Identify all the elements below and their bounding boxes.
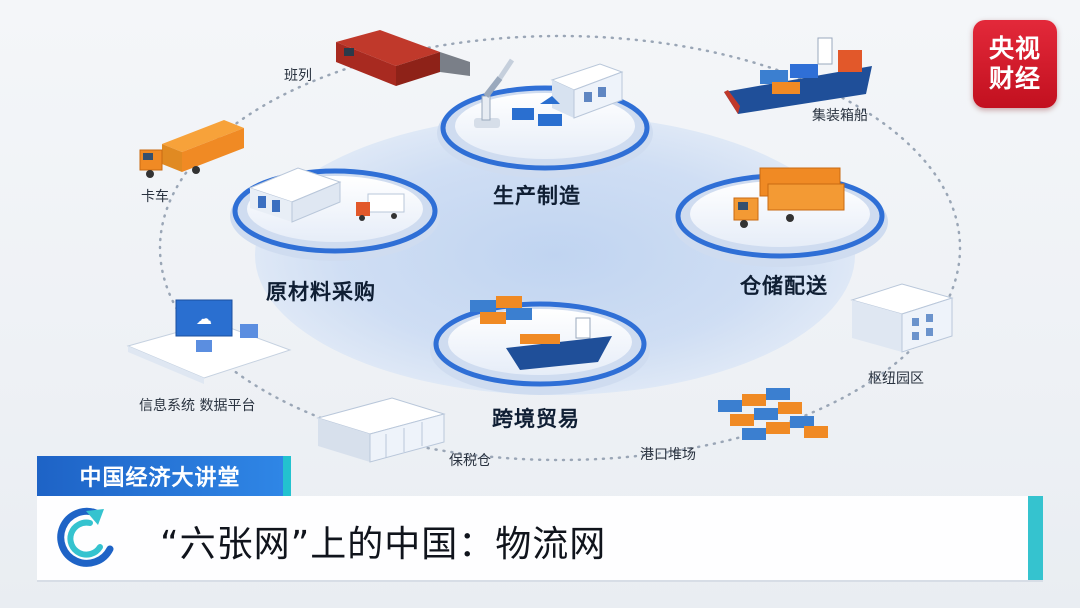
program-name-text: 中国经济大讲堂 xyxy=(79,466,241,491)
headline-bar xyxy=(37,496,1043,582)
program-tag-accent xyxy=(283,456,291,496)
truck-illustration xyxy=(139,120,244,178)
program-name-tag: 中国经济大讲堂 xyxy=(37,456,283,496)
hub-production-disc xyxy=(437,58,653,178)
hub-production-label: 生产制造 xyxy=(493,184,581,208)
network-outer-ring xyxy=(158,34,962,462)
node-bonded-warehouse-label: 保税仓 xyxy=(449,453,491,469)
program-swirl-icon xyxy=(57,507,114,567)
container-ship-illustration xyxy=(724,37,872,114)
node-info-platform-label: 信息系统 数据平台 xyxy=(139,398,256,414)
bonded-warehouse-illustration xyxy=(316,397,446,463)
headline-accent-stripe xyxy=(1028,496,1043,580)
port-yard-illustration xyxy=(718,388,828,440)
node-container-ship-label: 集装箱船 xyxy=(812,108,868,124)
hub-warehousing-disc xyxy=(672,167,888,267)
node-truck-label: 卡车 xyxy=(141,189,169,205)
cctv-finance-logo: 央视 财经 xyxy=(973,20,1057,108)
train-illustration xyxy=(336,30,470,86)
headline-title: “六张网”上的中国：物流网 xyxy=(160,524,607,565)
node-port-yard-label: 港口堆场 xyxy=(640,447,696,463)
svg-text:☁: ☁ xyxy=(196,309,212,328)
hub-raw-materials-disc xyxy=(230,167,440,261)
hub-warehousing-label: 仓储配送 xyxy=(740,274,828,298)
hub-cross-border-label: 跨境贸易 xyxy=(492,407,580,431)
info-platform-illustration: ☁ xyxy=(126,299,292,384)
cctv-logo-line-2: 财经 xyxy=(988,64,1041,93)
node-hub-park-label: 枢纽园区 xyxy=(868,371,924,387)
node-train-label: 班列 xyxy=(284,68,312,84)
cctv-logo-line-1: 央视 xyxy=(988,34,1041,63)
hub-raw-materials-label: 原材料采购 xyxy=(266,280,376,304)
hub-park-illustration xyxy=(850,283,954,353)
hub-cross-border-disc xyxy=(430,296,650,395)
